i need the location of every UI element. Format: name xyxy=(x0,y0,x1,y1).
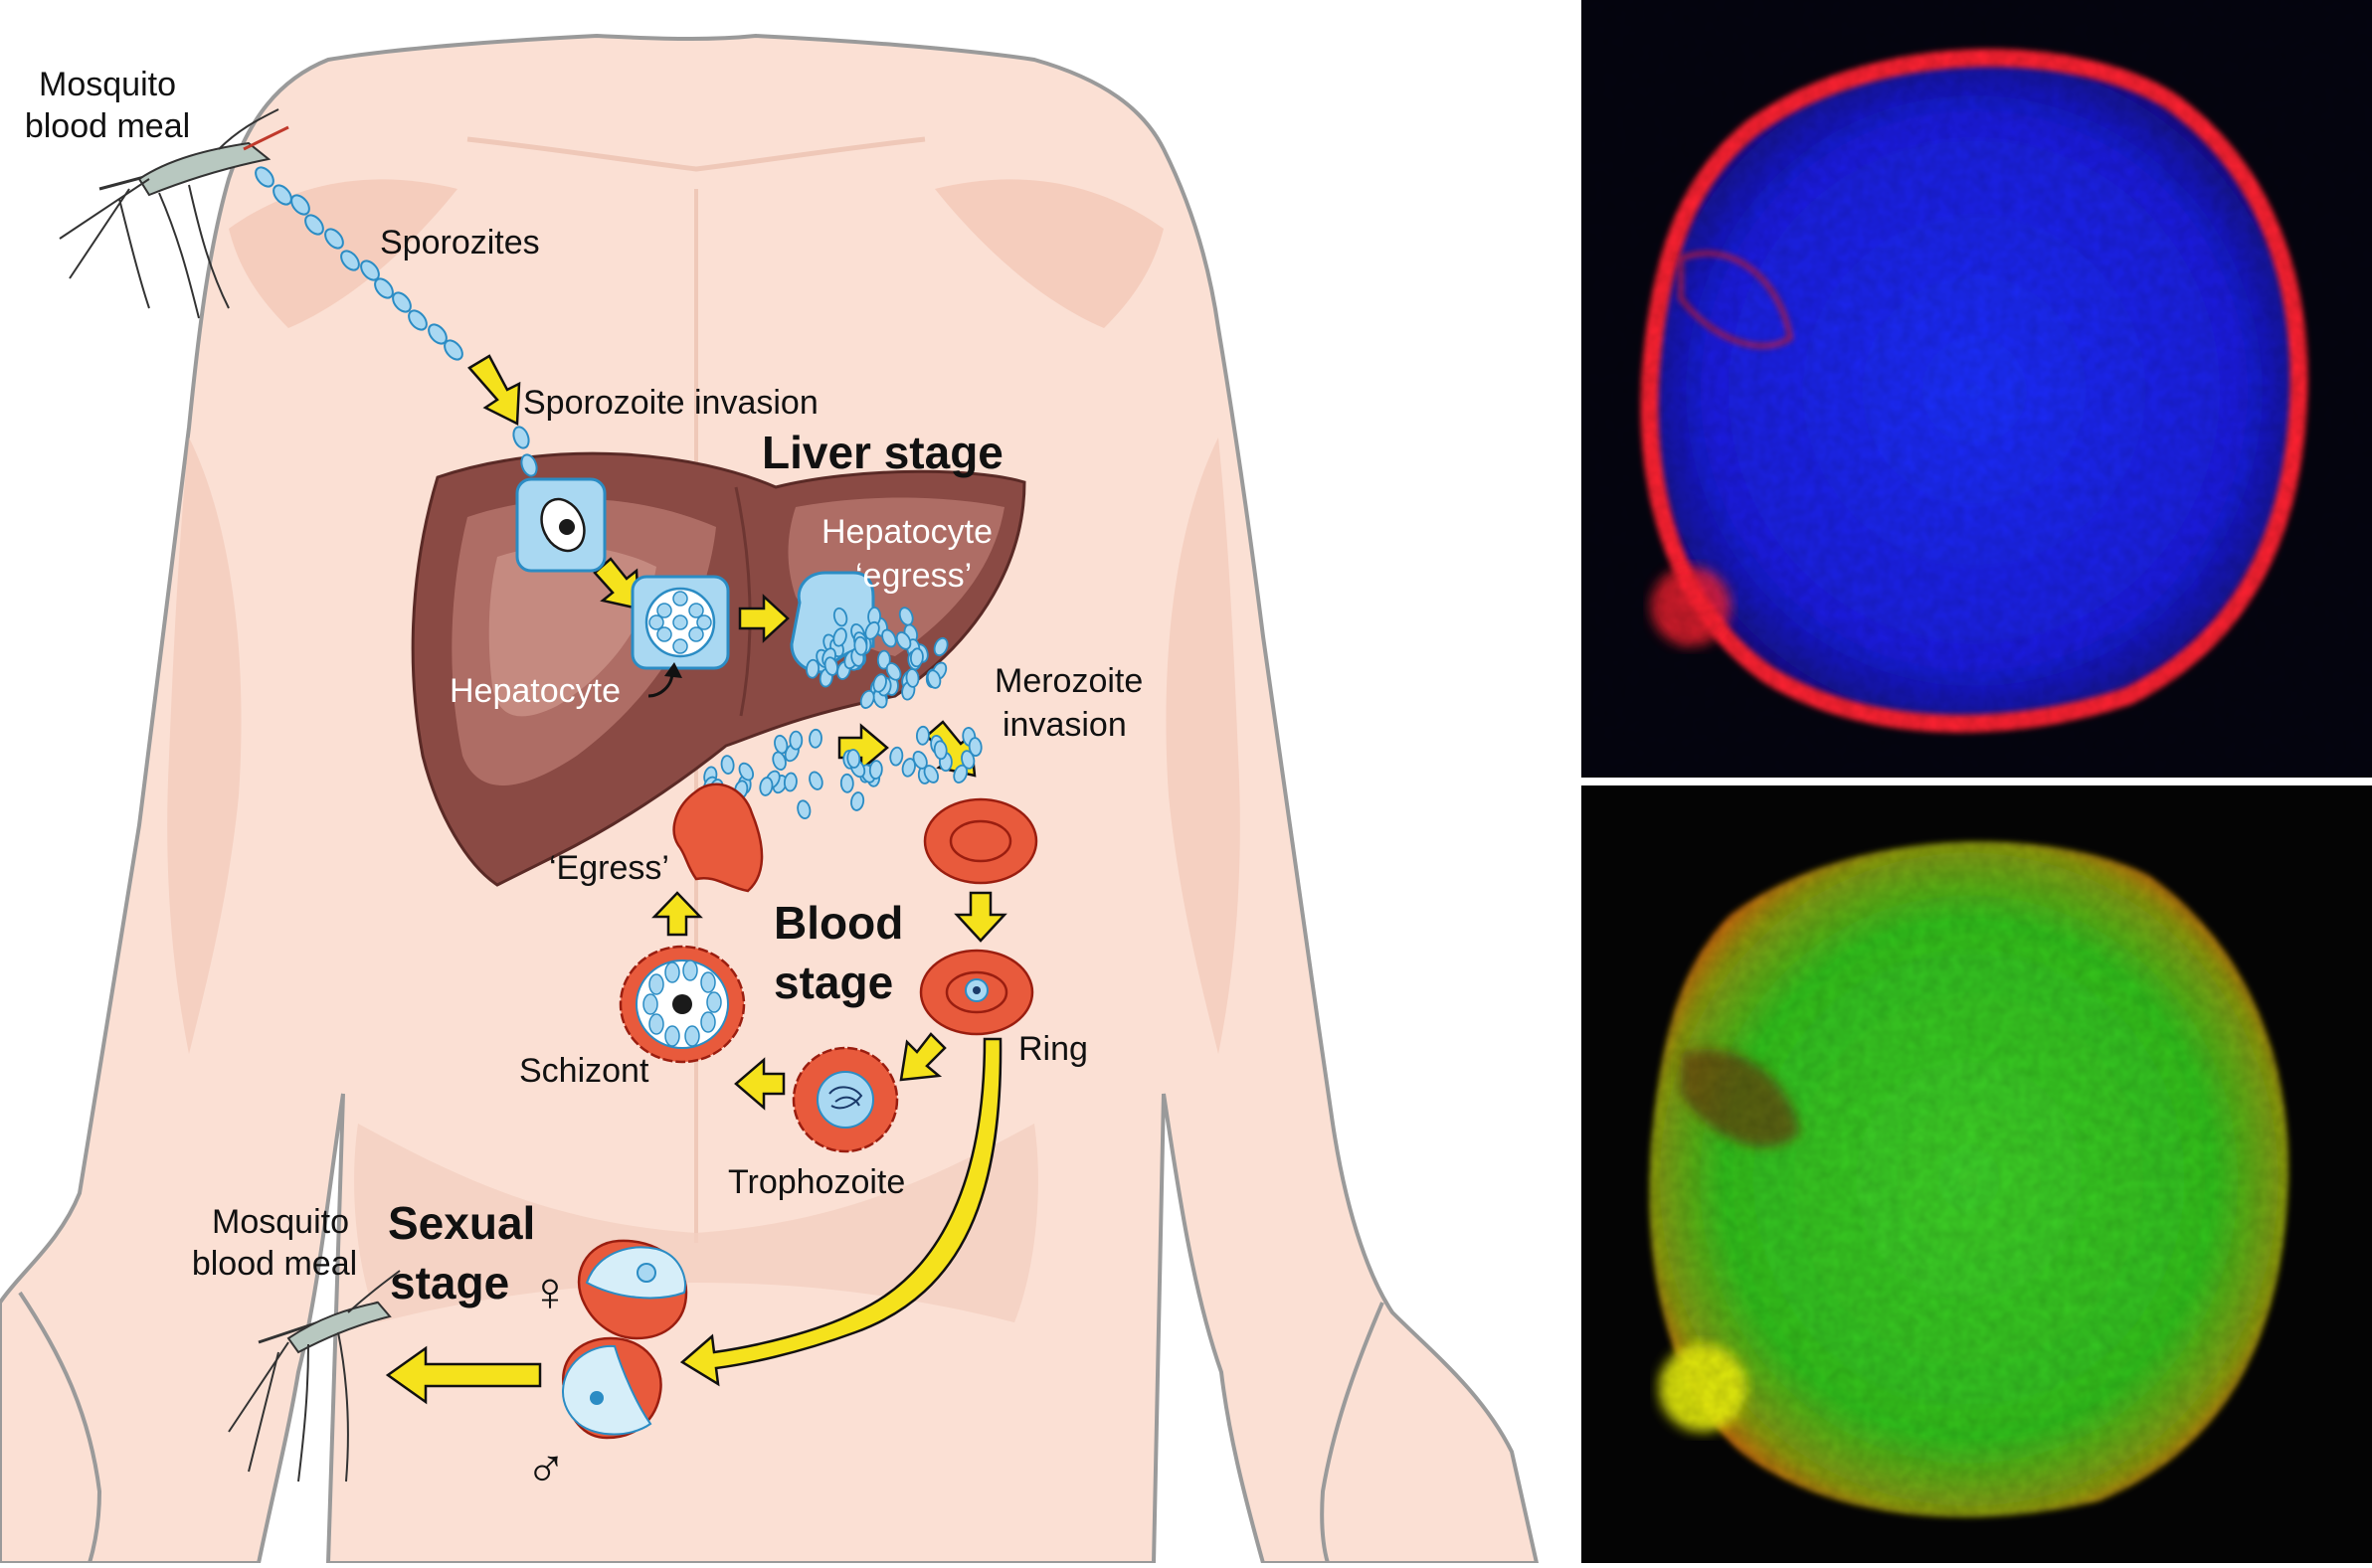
rbc-trophozoite xyxy=(792,1046,899,1153)
merozoite xyxy=(809,728,822,749)
female-symbol-icon: ♀ xyxy=(529,1260,571,1322)
label-mosquito-bottom-1: Mosquito xyxy=(212,1203,349,1241)
arrow-ring-down xyxy=(954,891,1007,943)
arrow-hepatocyte-2 xyxy=(738,594,790,643)
arrow-to-mosquito xyxy=(385,1345,542,1405)
liver-lobe-line xyxy=(734,486,752,717)
microscopy-panels xyxy=(1581,0,2372,1563)
hip-shadow xyxy=(354,1124,1038,1322)
arm-shadow-left xyxy=(167,437,242,1054)
merozoite xyxy=(933,636,949,657)
merozoite xyxy=(872,673,887,693)
merozoite xyxy=(797,799,812,819)
merozoite xyxy=(783,772,798,792)
merozoite xyxy=(789,730,804,751)
merozoite xyxy=(832,627,847,647)
label-sporozoite-invasion: Sporozoite invasion xyxy=(523,384,819,422)
merozoite xyxy=(839,773,854,793)
label-ring: Ring xyxy=(1018,1030,1088,1068)
merozoite xyxy=(759,777,774,796)
label-hepatocyte-egress-1: Hepatocyte xyxy=(821,513,993,551)
label-hepatocyte-egress-2: ‘egress’ xyxy=(855,557,972,595)
hepatocyte-curved-arrowhead xyxy=(664,662,682,678)
collarbone-line xyxy=(466,136,926,172)
shoulder-shadow-right xyxy=(935,179,1164,328)
label-merozoite-2: invasion xyxy=(1003,706,1127,744)
label-mosquito-top-2: blood meal xyxy=(25,107,190,145)
merozoite xyxy=(898,607,914,626)
merozoite xyxy=(720,755,735,775)
arrow-trophozoite xyxy=(899,1032,947,1082)
arrow-long-curve xyxy=(679,1037,1003,1387)
merozoite xyxy=(853,635,868,656)
label-blood-stage-2: stage xyxy=(774,957,893,1008)
merozoite xyxy=(876,649,891,670)
merozoite xyxy=(926,669,942,689)
merozoite xyxy=(850,791,865,811)
rbc-egress xyxy=(672,783,764,893)
merozoite xyxy=(881,628,897,648)
arrow-egress xyxy=(651,891,703,937)
merozoite xyxy=(846,749,861,769)
label-hepatocyte: Hepatocyte xyxy=(450,672,621,710)
label-merozoite-1: Merozoite xyxy=(995,662,1143,700)
gametocyte-female xyxy=(577,1239,688,1340)
merozoite xyxy=(864,620,880,640)
label-mosquito-top-1: Mosquito xyxy=(39,66,176,103)
merozoite xyxy=(895,631,912,650)
mosquito-icon xyxy=(228,1270,401,1482)
merozoite xyxy=(968,737,983,757)
merozoite xyxy=(859,689,875,709)
merozoite xyxy=(809,771,823,790)
merozoite xyxy=(774,734,789,755)
rbc-schizont xyxy=(619,945,746,1064)
mosquito-icon xyxy=(59,108,289,319)
merozoite xyxy=(905,668,920,688)
male-symbol-icon: ♂ xyxy=(525,1437,567,1499)
merozoite xyxy=(772,751,787,771)
label-liver-stage: Liver stage xyxy=(762,427,1004,478)
label-sporozites: Sporozites xyxy=(380,224,540,261)
arrow-sporozoite-invasion xyxy=(467,354,521,426)
sporozoite-trail xyxy=(255,166,538,477)
micro-top-cell xyxy=(1581,0,2372,780)
human-body xyxy=(0,33,1540,1565)
label-sexual-stage-2: stage xyxy=(390,1257,509,1308)
hand-left xyxy=(18,1291,102,1564)
merozoite-cloud xyxy=(703,607,983,819)
label-mosquito-bottom-2: blood meal xyxy=(192,1245,357,1283)
label-sexual-stage-1: Sexual xyxy=(388,1197,535,1249)
micro-bottom-cell xyxy=(1581,784,2372,1563)
label-trophozoite: Trophozoite xyxy=(728,1163,905,1201)
gametocyte-male xyxy=(561,1336,662,1440)
merozoite xyxy=(933,740,948,761)
label-egress: ‘Egress’ xyxy=(549,849,669,887)
label-schizont: Schizont xyxy=(519,1052,649,1090)
merozoite xyxy=(806,658,821,679)
merozoite xyxy=(915,725,930,746)
hepatocyte-schizont xyxy=(631,575,730,670)
arrow-schizont xyxy=(734,1057,786,1111)
hand-right xyxy=(1320,1302,1384,1564)
panel-divider xyxy=(1581,778,2372,785)
merozoite xyxy=(923,765,939,784)
arm-shadow-right xyxy=(1166,437,1240,1054)
diagram-labels: Mosquito blood meal Sporozites Sporozoit… xyxy=(25,66,1143,1499)
merozoite xyxy=(823,656,838,676)
merozoite xyxy=(738,762,755,782)
merozoite xyxy=(909,647,924,668)
merozoite xyxy=(868,760,883,780)
merozoite xyxy=(961,750,976,770)
merozoite xyxy=(885,662,902,681)
merozoite xyxy=(901,758,916,778)
hepatocyte-infected xyxy=(515,477,607,573)
merozoite xyxy=(889,746,904,767)
label-blood-stage-1: Blood xyxy=(774,897,903,949)
rbc-ring xyxy=(919,949,1034,1036)
merozoite xyxy=(832,607,848,627)
rbc-uninfected xyxy=(923,797,1038,885)
